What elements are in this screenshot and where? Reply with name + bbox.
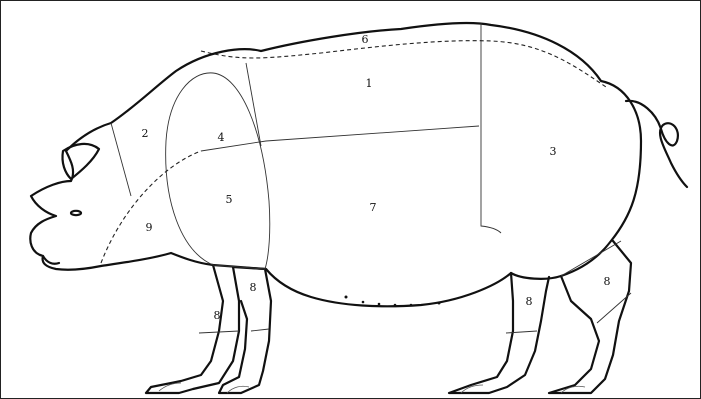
region-label-9: 9 (146, 221, 153, 234)
region-label-4: 4 (218, 131, 225, 144)
ear-outline (62, 144, 99, 179)
back-leg-left (449, 273, 549, 393)
region-label-7: 7 (370, 201, 377, 214)
back-leg-right (549, 241, 631, 393)
region-label-6: 6 (362, 33, 369, 46)
cut-jowl-dashed (101, 151, 201, 263)
cut-loin-belly (201, 126, 479, 151)
region-label-5: 5 (226, 193, 233, 206)
region-label-8-back-right: 8 (604, 275, 611, 288)
region-label-1: 1 (366, 77, 373, 90)
front-leg-left (146, 265, 239, 393)
cut-shoulder-oval (166, 73, 270, 269)
region-label-2: 2 (142, 127, 149, 140)
tail (626, 101, 687, 187)
region-label-3: 3 (550, 145, 557, 158)
cut-back-right-shank (561, 241, 631, 323)
body-outline (30, 23, 641, 306)
cut-front-lower (199, 329, 269, 333)
cut-ham (481, 23, 501, 233)
cut-backfat-dashed (201, 41, 606, 87)
eye (71, 211, 81, 215)
back-left-hoof (461, 385, 483, 393)
cut-neck (111, 123, 131, 196)
snout-outline (43, 256, 59, 264)
region-label-8-front-lower: 8 (214, 309, 221, 322)
region-label-8-front-upper: 8 (250, 281, 257, 294)
cut-loin-front (246, 63, 261, 146)
cut-back-shank (506, 331, 537, 333)
region-label-8-back-left: 8 (526, 295, 533, 308)
